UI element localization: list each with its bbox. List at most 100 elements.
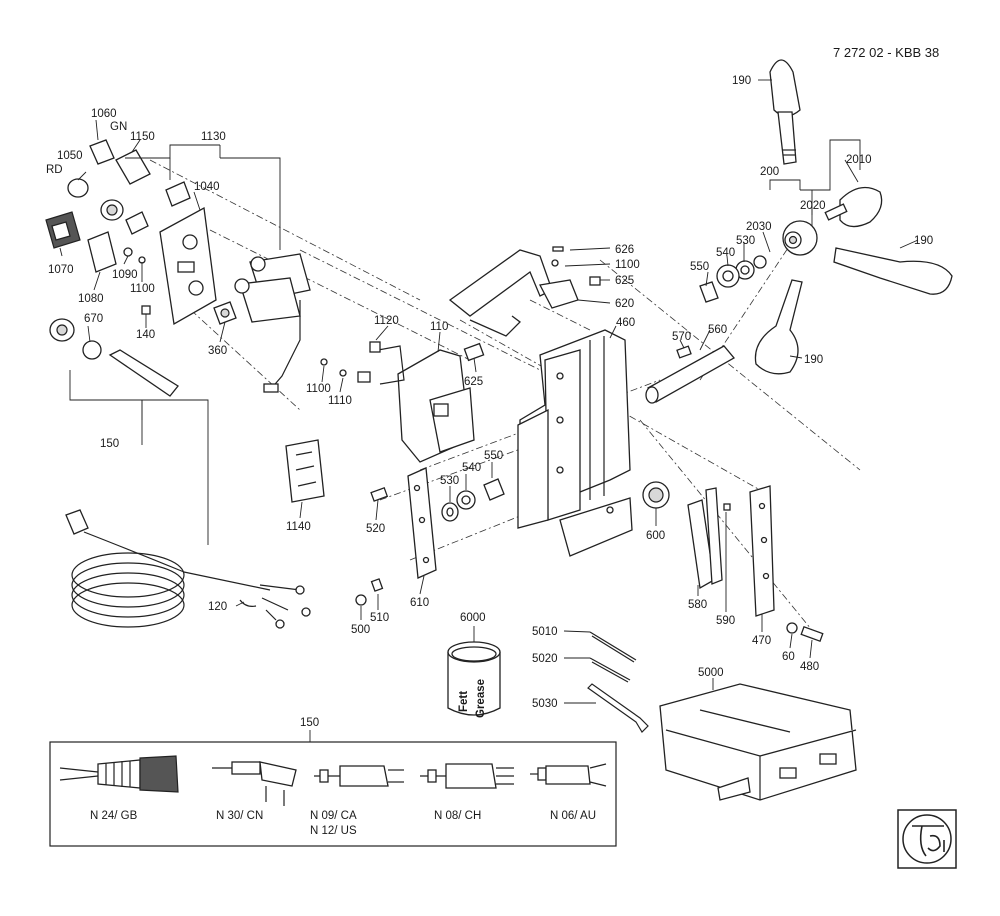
rocker-switch-1070-1080	[45, 211, 117, 273]
label-1140: 1140	[286, 521, 311, 533]
label-600: 600	[646, 530, 665, 542]
tools-5010-5030	[587, 631, 649, 733]
plug-ch-icon	[420, 763, 514, 789]
gland-tube-670	[49, 318, 179, 397]
label-5020: 5020	[532, 653, 558, 665]
lever-620	[448, 246, 601, 337]
label-120: 120	[208, 601, 227, 613]
plug-label-ca: N 09/ CA	[310, 810, 357, 822]
label-5000: 5000	[698, 667, 724, 679]
gear-600	[642, 481, 670, 509]
label-360: 360	[208, 345, 227, 357]
drawing-reference: 7 272 02 - KBB 38	[833, 45, 939, 60]
label-190-bottom: 190	[804, 354, 823, 366]
label-150-cable: 150	[100, 438, 119, 450]
plug-us-icon	[314, 765, 404, 787]
carrying-case-5000	[659, 683, 857, 801]
pcb-1140	[285, 439, 325, 503]
label-510: 510	[370, 612, 389, 624]
label-200: 200	[760, 166, 779, 178]
label-6000: 6000	[460, 612, 486, 624]
plug-gb-icon	[59, 755, 179, 793]
label-2020: 2020	[800, 200, 826, 212]
label-150-plugs: 150	[300, 717, 319, 729]
label-1070: 1070	[48, 264, 74, 276]
label-190-right: 190	[914, 235, 933, 247]
label-580: 580	[688, 599, 707, 611]
plug-label-us: N 12/ US	[310, 825, 357, 837]
label-625-top: 625	[615, 275, 634, 287]
fein-logo	[897, 809, 957, 869]
label-460: 460	[616, 317, 635, 329]
label-590: 590	[716, 615, 735, 627]
label-140: 140	[136, 329, 155, 341]
bracket-610	[355, 467, 437, 606]
label-rd: RD	[46, 164, 63, 176]
label-1150: 1150	[130, 131, 155, 143]
label-1100-mid: 1100	[306, 383, 331, 395]
label-1100-left: 1100	[130, 283, 155, 295]
plug-au-icon	[530, 763, 607, 787]
label-570: 570	[672, 331, 691, 343]
part-labels: 190 190 190 200 2010 2020 2030 530 540 5…	[46, 75, 933, 729]
label-1120: 1120	[374, 315, 399, 327]
feed-handle-assembly	[754, 59, 953, 375]
label-480: 480	[800, 661, 819, 673]
label-626: 626	[615, 244, 634, 256]
label-540: 540	[462, 462, 481, 474]
label-1130: 1130	[201, 131, 226, 143]
plug-label-ch: N 08/ CH	[434, 810, 481, 822]
label-2030: 2030	[746, 221, 772, 233]
label-670: 670	[84, 313, 103, 325]
label-470: 470	[752, 635, 771, 647]
small-screws-left	[123, 247, 151, 315]
bolt-625	[463, 342, 485, 362]
label-1090: 1090	[112, 269, 138, 281]
label-1080: 1080	[78, 293, 104, 305]
cable-glands	[67, 139, 237, 325]
label-1040: 1040	[194, 181, 220, 193]
wiring-1120	[320, 341, 405, 385]
grease-can-label-2: Grease	[475, 679, 487, 718]
label-530-right: 530	[736, 235, 755, 247]
label-530: 530	[440, 475, 459, 487]
leader-lines	[59, 79, 919, 742]
label-550: 550	[484, 450, 503, 462]
label-60: 60	[782, 651, 795, 663]
label-620: 620	[615, 298, 634, 310]
label-1050: 1050	[57, 150, 83, 162]
label-610: 610	[410, 597, 429, 609]
label-1060: 1060	[91, 108, 117, 120]
label-1110: 1110	[328, 395, 352, 407]
switch-bodies	[234, 253, 311, 393]
label-540-right: 540	[716, 247, 735, 259]
stand-body-460	[517, 329, 633, 557]
label-1100-top: 1100	[615, 259, 640, 271]
washers-lower	[441, 478, 505, 522]
bolts-60-480	[786, 622, 824, 643]
group-brackets	[69, 144, 281, 545]
plug-variants-box: N 24/ GB N 30/ CN N 09/ CA N 12/ US N 08…	[49, 741, 617, 847]
plug-label-cn: N 30/ CN	[216, 810, 263, 822]
plug-label-au: N 06/ AU	[550, 810, 596, 822]
label-110: 110	[430, 321, 448, 333]
label-625: 625	[464, 376, 483, 388]
label-5030: 5030	[532, 698, 558, 710]
slide-rails	[687, 485, 775, 617]
label-550-right: 550	[690, 261, 709, 273]
label-2010: 2010	[846, 154, 872, 166]
label-500: 500	[351, 624, 370, 636]
label-560: 560	[708, 324, 727, 336]
grease-can-label-1: Fett	[458, 691, 470, 712]
label-520: 520	[366, 523, 385, 535]
housing-110	[397, 349, 475, 463]
mains-cable-150	[65, 509, 311, 629]
switch-plate-1040	[159, 206, 217, 326]
spindle-parts	[645, 255, 767, 404]
label-5010: 5010	[532, 626, 558, 638]
plug-label-gb: N 24/ GB	[90, 810, 138, 822]
label-190-top: 190	[732, 75, 751, 87]
grease-can-6000: Fett Grease	[447, 641, 501, 718]
